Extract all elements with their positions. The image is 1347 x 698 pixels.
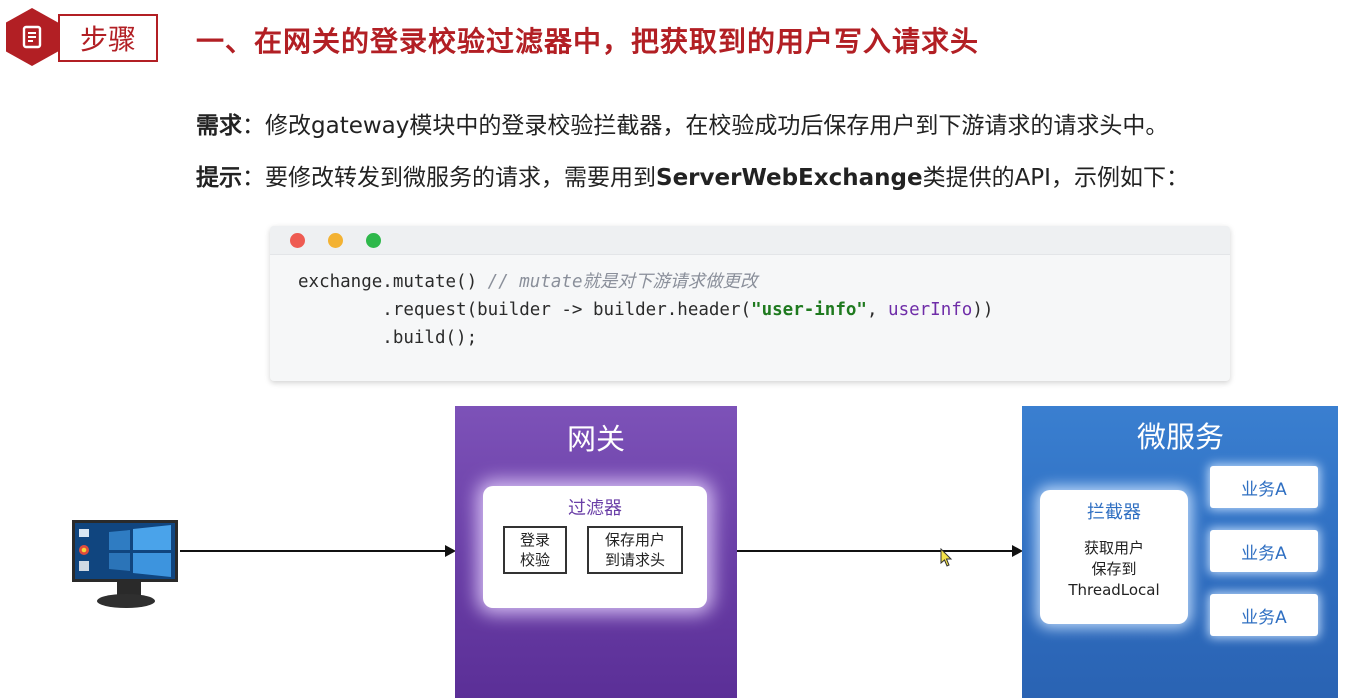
requirement-text: 修改gateway模块中的登录校验拦截器，在校验成功后保存用户到下游请求的请求头… — [265, 113, 1168, 139]
microservice-title: 微服务 — [1137, 414, 1224, 456]
business-service-box: 业务A — [1210, 594, 1318, 636]
mouse-cursor-icon — [940, 548, 954, 568]
interceptor-line3: ThreadLocal — [1040, 580, 1188, 601]
save-user-line1: 保存用户 — [589, 530, 681, 550]
hint-emphasis: ServerWebExchange — [656, 165, 923, 191]
minimize-dot-icon — [328, 233, 343, 248]
login-check-line2: 校验 — [505, 550, 565, 570]
filter-title: 过滤器 — [483, 494, 707, 520]
maximize-dot-icon — [366, 233, 381, 248]
hint-label: 提示 — [196, 165, 242, 191]
save-user-box: 保存用户 到请求头 — [587, 526, 683, 574]
code-line2-post: )) — [972, 300, 993, 320]
interceptor-line1: 获取用户 — [1040, 538, 1188, 559]
code-comment: // mutate就是对下游请求做更改 — [488, 272, 758, 292]
code-string: "user-info" — [751, 300, 867, 320]
login-check-box: 登录 校验 — [503, 526, 567, 574]
interceptor-box: 拦截器 获取用户 保存到 ThreadLocal — [1040, 490, 1188, 624]
microservice-block: 微服务 拦截器 获取用户 保存到 ThreadLocal 业务A 业务A 业务A — [1022, 406, 1338, 698]
code-line2-mid: , — [867, 300, 888, 320]
section-badge: 步骤 — [58, 14, 158, 62]
gateway-title: 网关 — [455, 416, 737, 458]
code-variable: userInfo — [888, 300, 972, 320]
hint-text-before: 要修改转发到微服务的请求，需要用到 — [265, 165, 656, 191]
code-card-titlebar — [270, 226, 1230, 255]
page-title: 一、在网关的登录校验过滤器中，把获取到的用户写入请求头 — [196, 20, 979, 60]
monitor-screen — [72, 520, 178, 582]
requirement-label: 需求 — [196, 113, 242, 139]
interceptor-body: 获取用户 保存到 ThreadLocal — [1040, 538, 1188, 601]
interceptor-title: 拦截器 — [1040, 498, 1188, 524]
requirement-line: 需求：修改gateway模块中的登录校验拦截器，在校验成功后保存用户到下游请求的… — [196, 106, 1168, 140]
hint-separator: ： — [242, 165, 265, 191]
business-service-box: 业务A — [1210, 530, 1318, 572]
business-service-box: 业务A — [1210, 466, 1318, 508]
arrow-gateway-to-microservice — [737, 550, 1012, 552]
gateway-block: 网关 过滤器 登录 校验 保存用户 到请求头 — [455, 406, 737, 698]
filter-box: 过滤器 登录 校验 保存用户 到请求头 — [483, 486, 707, 608]
code-line1: exchange.mutate() — [298, 272, 488, 292]
code-card: exchange.mutate() // mutate就是对下游请求做更改 .r… — [270, 226, 1230, 381]
hint-line: 提示：要修改转发到微服务的请求，需要用到ServerWebExchange类提供… — [196, 158, 1189, 192]
login-check-line1: 登录 — [505, 530, 565, 550]
interceptor-line2: 保存到 — [1040, 559, 1188, 580]
requirement-separator: ： — [242, 113, 265, 139]
code-line2-pre: .request(builder -> builder.header( — [298, 300, 751, 320]
close-dot-icon — [290, 233, 305, 248]
code-block: exchange.mutate() // mutate就是对下游请求做更改 .r… — [298, 268, 993, 352]
document-icon — [6, 8, 58, 66]
monitor-base — [97, 594, 155, 608]
hint-text-after: 类提供的API，示例如下： — [923, 165, 1189, 191]
arrow-client-to-gateway — [180, 550, 445, 552]
code-line3: .build(); — [298, 328, 477, 348]
save-user-line2: 到请求头 — [589, 550, 681, 570]
